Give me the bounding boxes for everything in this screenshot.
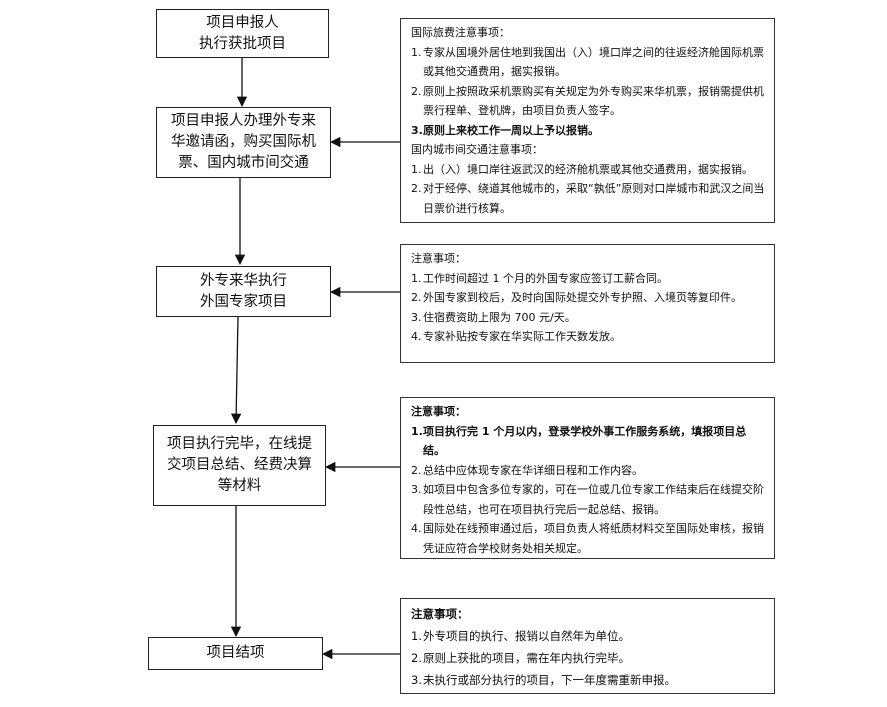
item-text: 专家补贴按专家在华实际工作天数发放。 (423, 330, 621, 343)
step-line: 项目执行完毕，在线提 (167, 436, 312, 452)
list-item: 2.总结中应体现专家在华详细日程和工作内容。 (411, 461, 768, 481)
item-number: 3. (411, 310, 422, 324)
item-number: 2. (411, 84, 422, 98)
item-number: 1. (411, 271, 422, 285)
step-line: 票、国内城市间交通 (178, 155, 309, 171)
list-item: 1.专家从国境外居住地到我国出（入）境口岸之间的往返经济舱国际机票或其他交通费用… (411, 43, 768, 82)
list-item: 3.未执行或部分执行的项目，下一年度需重新申报。 (411, 669, 768, 691)
list-item: 1.工作时间超过 1 个月的外国专家应签订工薪合同。 (411, 269, 768, 289)
item-number: 3. (411, 673, 422, 687)
list-item: 2.对于经停、绕道其他城市的，采取“孰低”原则对口岸城市和武汉之间当日票价进行核… (411, 179, 768, 218)
item-text: 住宿费资助上限为 700 元/天。 (423, 310, 576, 324)
step-line: 交项目总结、经费决算 (167, 457, 312, 473)
list-item: 1.外专项目的执行、报销以自然年为单位。 (411, 625, 768, 647)
step-line: 华邀请函，购买国际机 (171, 134, 316, 150)
item-text: 工作时间超过 1 个月的外国专家应签订工薪合同。 (423, 271, 668, 285)
list-item: 3.原则上来校工作一周以上予以报销。 (411, 121, 768, 141)
item-number: 1. (411, 45, 422, 59)
list-item: 2.原则上按照政采机票购买有关规定为外专购买来华机票，报销需提供机票行程单、登机… (411, 82, 768, 121)
note-title: 注意事项： (411, 252, 466, 265)
item-text: 外国专家到校后，及时向国际处提交外专护照、入境页等复印件。 (423, 291, 742, 304)
item-number: 2. (411, 291, 422, 304)
item-text: 出（入）境口岸往返武汉的经济舱机票或其他交通费用，据实报销。 (423, 162, 753, 176)
step-summary: 项目执行完毕，在线提 交项目总结、经费决算 等材料 (153, 425, 326, 506)
note-title: 注意事项： (411, 607, 469, 621)
list-item: 3.住宿费资助上限为 700 元/天。 (411, 308, 768, 328)
list-item: 2.外国专家到校后，及时向国际处提交外专护照、入境页等复印件。 (411, 288, 768, 308)
item-text: 总结中应体现专家在华详细日程和工作内容。 (423, 463, 643, 477)
step-line: 外国专家项目 (200, 293, 287, 310)
item-number: 3. (411, 483, 422, 496)
step-apply: 项目申报人 执行获批项目 (156, 9, 329, 58)
list-item: 2.原则上获批的项目，需在年内执行完毕。 (411, 647, 768, 669)
item-number: 2. (411, 463, 422, 477)
note-visit: 注意事项： 1.工作时间超过 1 个月的外国专家应签订工薪合同。 2.外国专家到… (400, 244, 775, 363)
list-item: 1.出（入）境口岸往返武汉的经济舱机票或其他交通费用，据实报销。 (411, 160, 768, 180)
item-number: 4. (411, 522, 422, 535)
step-line: 外专来华执行 (200, 272, 287, 289)
note-list: 1.外专项目的执行、报销以自然年为单位。 2.原则上获批的项目，需在年内执行完毕… (411, 625, 768, 691)
item-text: 如项目中包含多位专家的，可在一位或几位专家工作结束后在线提交阶段性总结，也可在项… (423, 483, 764, 516)
step-line: 执行获批项目 (199, 35, 286, 52)
note-travel: 国际旅费注意事项： 1.专家从国境外居住地到我国出（入）境口岸之间的往返经济舱国… (400, 18, 775, 223)
item-number: 2. (411, 651, 422, 665)
item-text: 原则上来校工作一周以上予以报销。 (423, 123, 599, 137)
step-line: 项目结项 (206, 645, 265, 661)
list-item: 4.专家补贴按专家在华实际工作天数发放。 (411, 327, 768, 347)
step-line: 项目申报人 (206, 14, 279, 31)
item-text: 原则上获批的项目，需在年内执行完毕。 (423, 651, 630, 665)
item-text: 原则上按照政采机票购买有关规定为外专购买来华机票，报销需提供机票行程单、登机牌，… (423, 84, 764, 118)
item-number: 1. (411, 162, 422, 176)
list-item: 1.项目执行完 1 个月以内，登录学校外事工作服务系统，填报项目总结。 (411, 422, 768, 461)
note-list: 1.专家从国境外居住地到我国出（入）境口岸之间的往返经济舱国际机票或其他交通费用… (411, 43, 768, 141)
note-title: 国际旅费注意事项： (411, 26, 510, 39)
note-closing: 注意事项： 1.外专项目的执行、报销以自然年为单位。 2.原则上获批的项目，需在… (400, 598, 775, 694)
arrow-step3-to-step4 (230, 316, 242, 425)
note-list: 1.出（入）境口岸往返武汉的经济舱机票或其他交通费用，据实报销。 2.对于经停、… (411, 160, 768, 219)
item-text: 对于经停、绕道其他城市的，采取“孰低”原则对口岸城市和武汉之间当日票价进行核算。 (423, 182, 765, 215)
note-list: 1.工作时间超过 1 个月的外国专家应签订工薪合同。 2.外国专家到校后，及时向… (411, 269, 768, 347)
item-text: 外专项目的执行、报销以自然年为单位。 (423, 629, 630, 643)
note-summary: 注意事项： 1.项目执行完 1 个月以内，登录学校外事工作服务系统，填报项目总结… (400, 397, 775, 559)
step-closing: 项目结项 (148, 637, 323, 670)
step-invitation: 项目申报人办理外专来 华邀请函，购买国际机 票、国内城市间交通 (156, 107, 331, 178)
item-text: 专家从国境外居住地到我国出（入）境口岸之间的往返经济舱国际机票或其他交通费用，据… (423, 45, 764, 79)
list-item: 3.如项目中包含多位专家的，可在一位或几位专家工作结束后在线提交阶段性总结，也可… (411, 480, 768, 519)
item-text: 国际处在线预审通过后，项目负责人将纸质材料交至国际处审核，报销凭证应符合学校财务… (423, 522, 764, 555)
note-list: 1.项目执行完 1 个月以内，登录学校外事工作服务系统，填报项目总结。 2.总结… (411, 422, 768, 559)
step-line: 等材料 (217, 478, 262, 494)
item-number: 3. (411, 123, 423, 137)
item-number: 1. (411, 424, 423, 438)
item-text: 项目执行完 1 个月以内，登录学校外事工作服务系统，填报项目总结。 (423, 424, 747, 458)
item-text: 未执行或部分执行的项目，下一年度需重新申报。 (423, 673, 676, 687)
item-number: 1. (411, 629, 422, 643)
item-number: 2. (411, 182, 422, 195)
step-line: 项目申报人办理外专来 (171, 113, 316, 129)
note-title: 注意事项： (411, 405, 466, 418)
step-execute: 外专来华执行 外国专家项目 (156, 266, 331, 317)
note-subtitle: 国内城市间交通注意事项： (411, 143, 543, 156)
list-item: 4.国际处在线预审通过后，项目负责人将纸质材料交至国际处审核，报销凭证应符合学校… (411, 519, 768, 558)
item-number: 4. (411, 330, 422, 343)
